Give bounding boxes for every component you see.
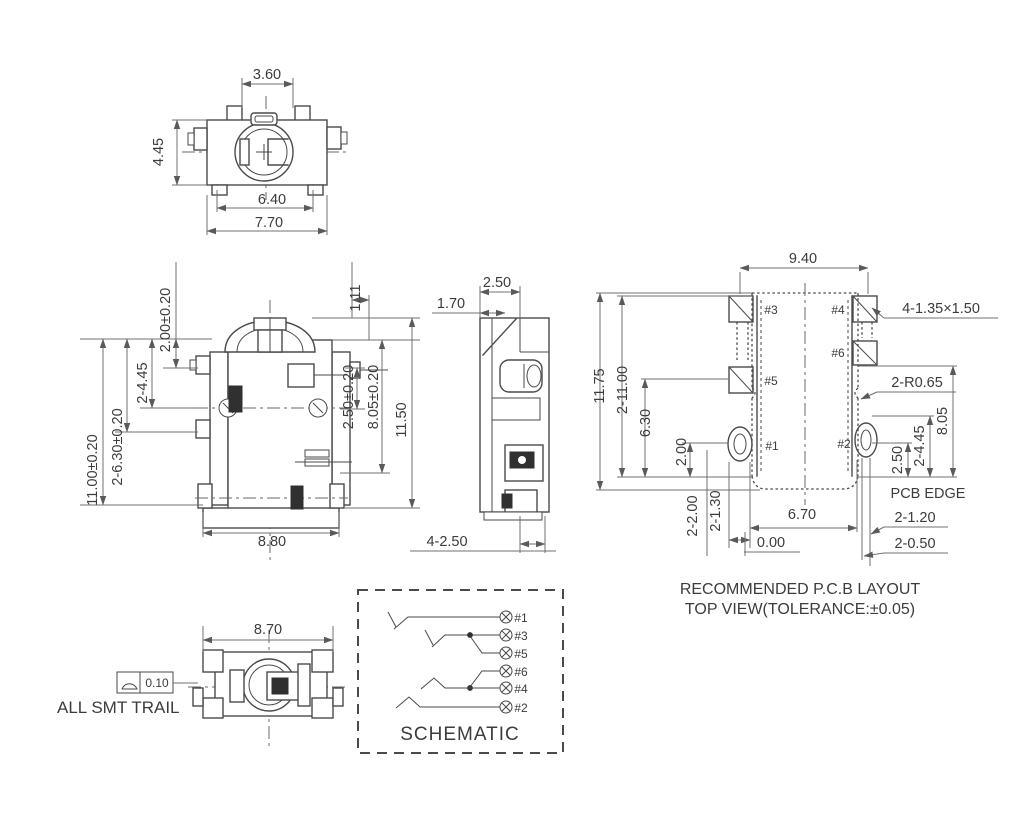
schematic-pin-3: #3 [514,629,528,643]
dim-front-8.80: 8.80 [258,534,286,550]
dim-bottom-8.70: 8.70 [254,622,282,638]
terminal-2 [499,700,513,714]
dim-pcb-9.40: 9.40 [789,251,817,267]
pad-1 [727,426,753,462]
schematic: #1 #3 #5 #6 #4 #2 SCHEMATIC [357,589,564,754]
dim-pcb-11.75: 11.75 [592,368,608,403]
schematic-pin-1: #1 [514,611,528,625]
bottom-view: 8.70 0.10 ALL SMT TRAIL [57,622,348,748]
label-all-smt-trail: ALL SMT TRAIL [57,698,180,717]
front-view: 11.00±0.20 2-6.30±0.20 2-4.45 2.00±0.20 … [80,262,420,560]
dim-pcb-4-1.35x1.50: 4-1.35×1.50 [902,301,980,317]
pcb-layout-view: #3 #4 #6 #5 #1 #2 9.40 4-1.35×1.50 2-R0.… [592,251,998,618]
dim-front-2-4.45: 2-4.45 [135,362,151,403]
terminal-3 [499,628,513,642]
pad-5-label: #5 [764,374,778,388]
dim-pcb-2-11.00: 2-11.00 [615,366,631,414]
dim-pcb-2-2.00: 2-2.00 [685,495,701,536]
dim-side-1.70: 1.70 [437,296,465,312]
label-pcb-edge: PCB EDGE [891,486,966,502]
pad-6-label: #6 [831,346,845,360]
dim-front-11.00: 11.00±0.20 [85,434,101,505]
top-view: 3.60 4.45 6.40 7.70 [151,67,350,235]
dim-pcb-right-2.50: 2.50 [890,446,906,474]
flatness-icon [121,683,138,690]
dim-side-2.50: 2.50 [483,275,511,291]
schematic-wires [387,611,500,709]
dim-top-4.45: 4.45 [151,138,167,166]
pcb-caption-line2: TOP VIEW(TOLERANCE:±0.05) [685,601,915,618]
side-view: 2.50 1.70 4-2.50 [410,275,556,553]
terminal-4 [499,681,513,695]
flatness-callout: 0.10 [116,671,198,694]
schematic-pin-4: #4 [514,682,528,696]
pad-6 [852,340,878,366]
pad-1-label: #1 [765,439,779,453]
schematic-terminals [499,610,513,714]
dim-pcb-6.30: 6.30 [638,409,654,437]
schematic-pin-2: #2 [514,701,528,715]
dim-front-2.00: 2.00±0.20 [158,288,174,352]
dim-pcb-2-R0.65: 2-R0.65 [891,375,943,391]
pad-3-label: #3 [764,303,778,317]
pcb-caption-line1: RECOMMENDED P.C.B LAYOUT [680,581,921,598]
schematic-title: SCHEMATIC [400,724,519,745]
pad-5 [728,366,754,394]
pad-2 [854,422,878,458]
dim-front-8.05: 8.05±0.20 [366,365,382,429]
terminal-6 [499,664,513,678]
dim-pcb-right-8.05: 8.05 [935,407,951,435]
dim-side-4-2.50: 4-2.50 [426,534,467,550]
dim-pcb-2-1.30: 2-1.30 [708,490,724,531]
dim-front-2.50: 2.50±0.20 [341,365,357,429]
dim-top-3.60: 3.60 [253,67,281,83]
flatness-value: 0.10 [145,676,169,690]
dim-pcb-2-0.50: 2-0.50 [894,536,935,552]
dim-front-1.11: 1.11 [348,284,364,311]
dim-pcb-2-1.20: 2-1.20 [894,510,935,526]
dim-top-6.40: 6.40 [258,192,286,208]
schematic-pin-5: #5 [514,647,528,661]
terminal-1 [499,610,513,624]
schematic-pin-6: #6 [514,665,528,679]
dim-pcb-6.70: 6.70 [788,507,816,523]
dim-pcb-2.00: 2.00 [674,438,690,466]
terminal-5 [499,646,513,660]
dim-pcb-right-2-4.45: 2-4.45 [912,425,928,466]
dim-top-7.70: 7.70 [255,215,283,231]
pad-3 [728,295,754,323]
dim-front-2-6.30: 2-6.30±0.20 [110,408,126,485]
pad-4-label: #4 [831,303,845,317]
dim-pcb-0.00: 0.00 [757,535,785,551]
pad-2-label: #2 [837,437,851,451]
dim-front-11.50: 11.50 [394,402,410,437]
